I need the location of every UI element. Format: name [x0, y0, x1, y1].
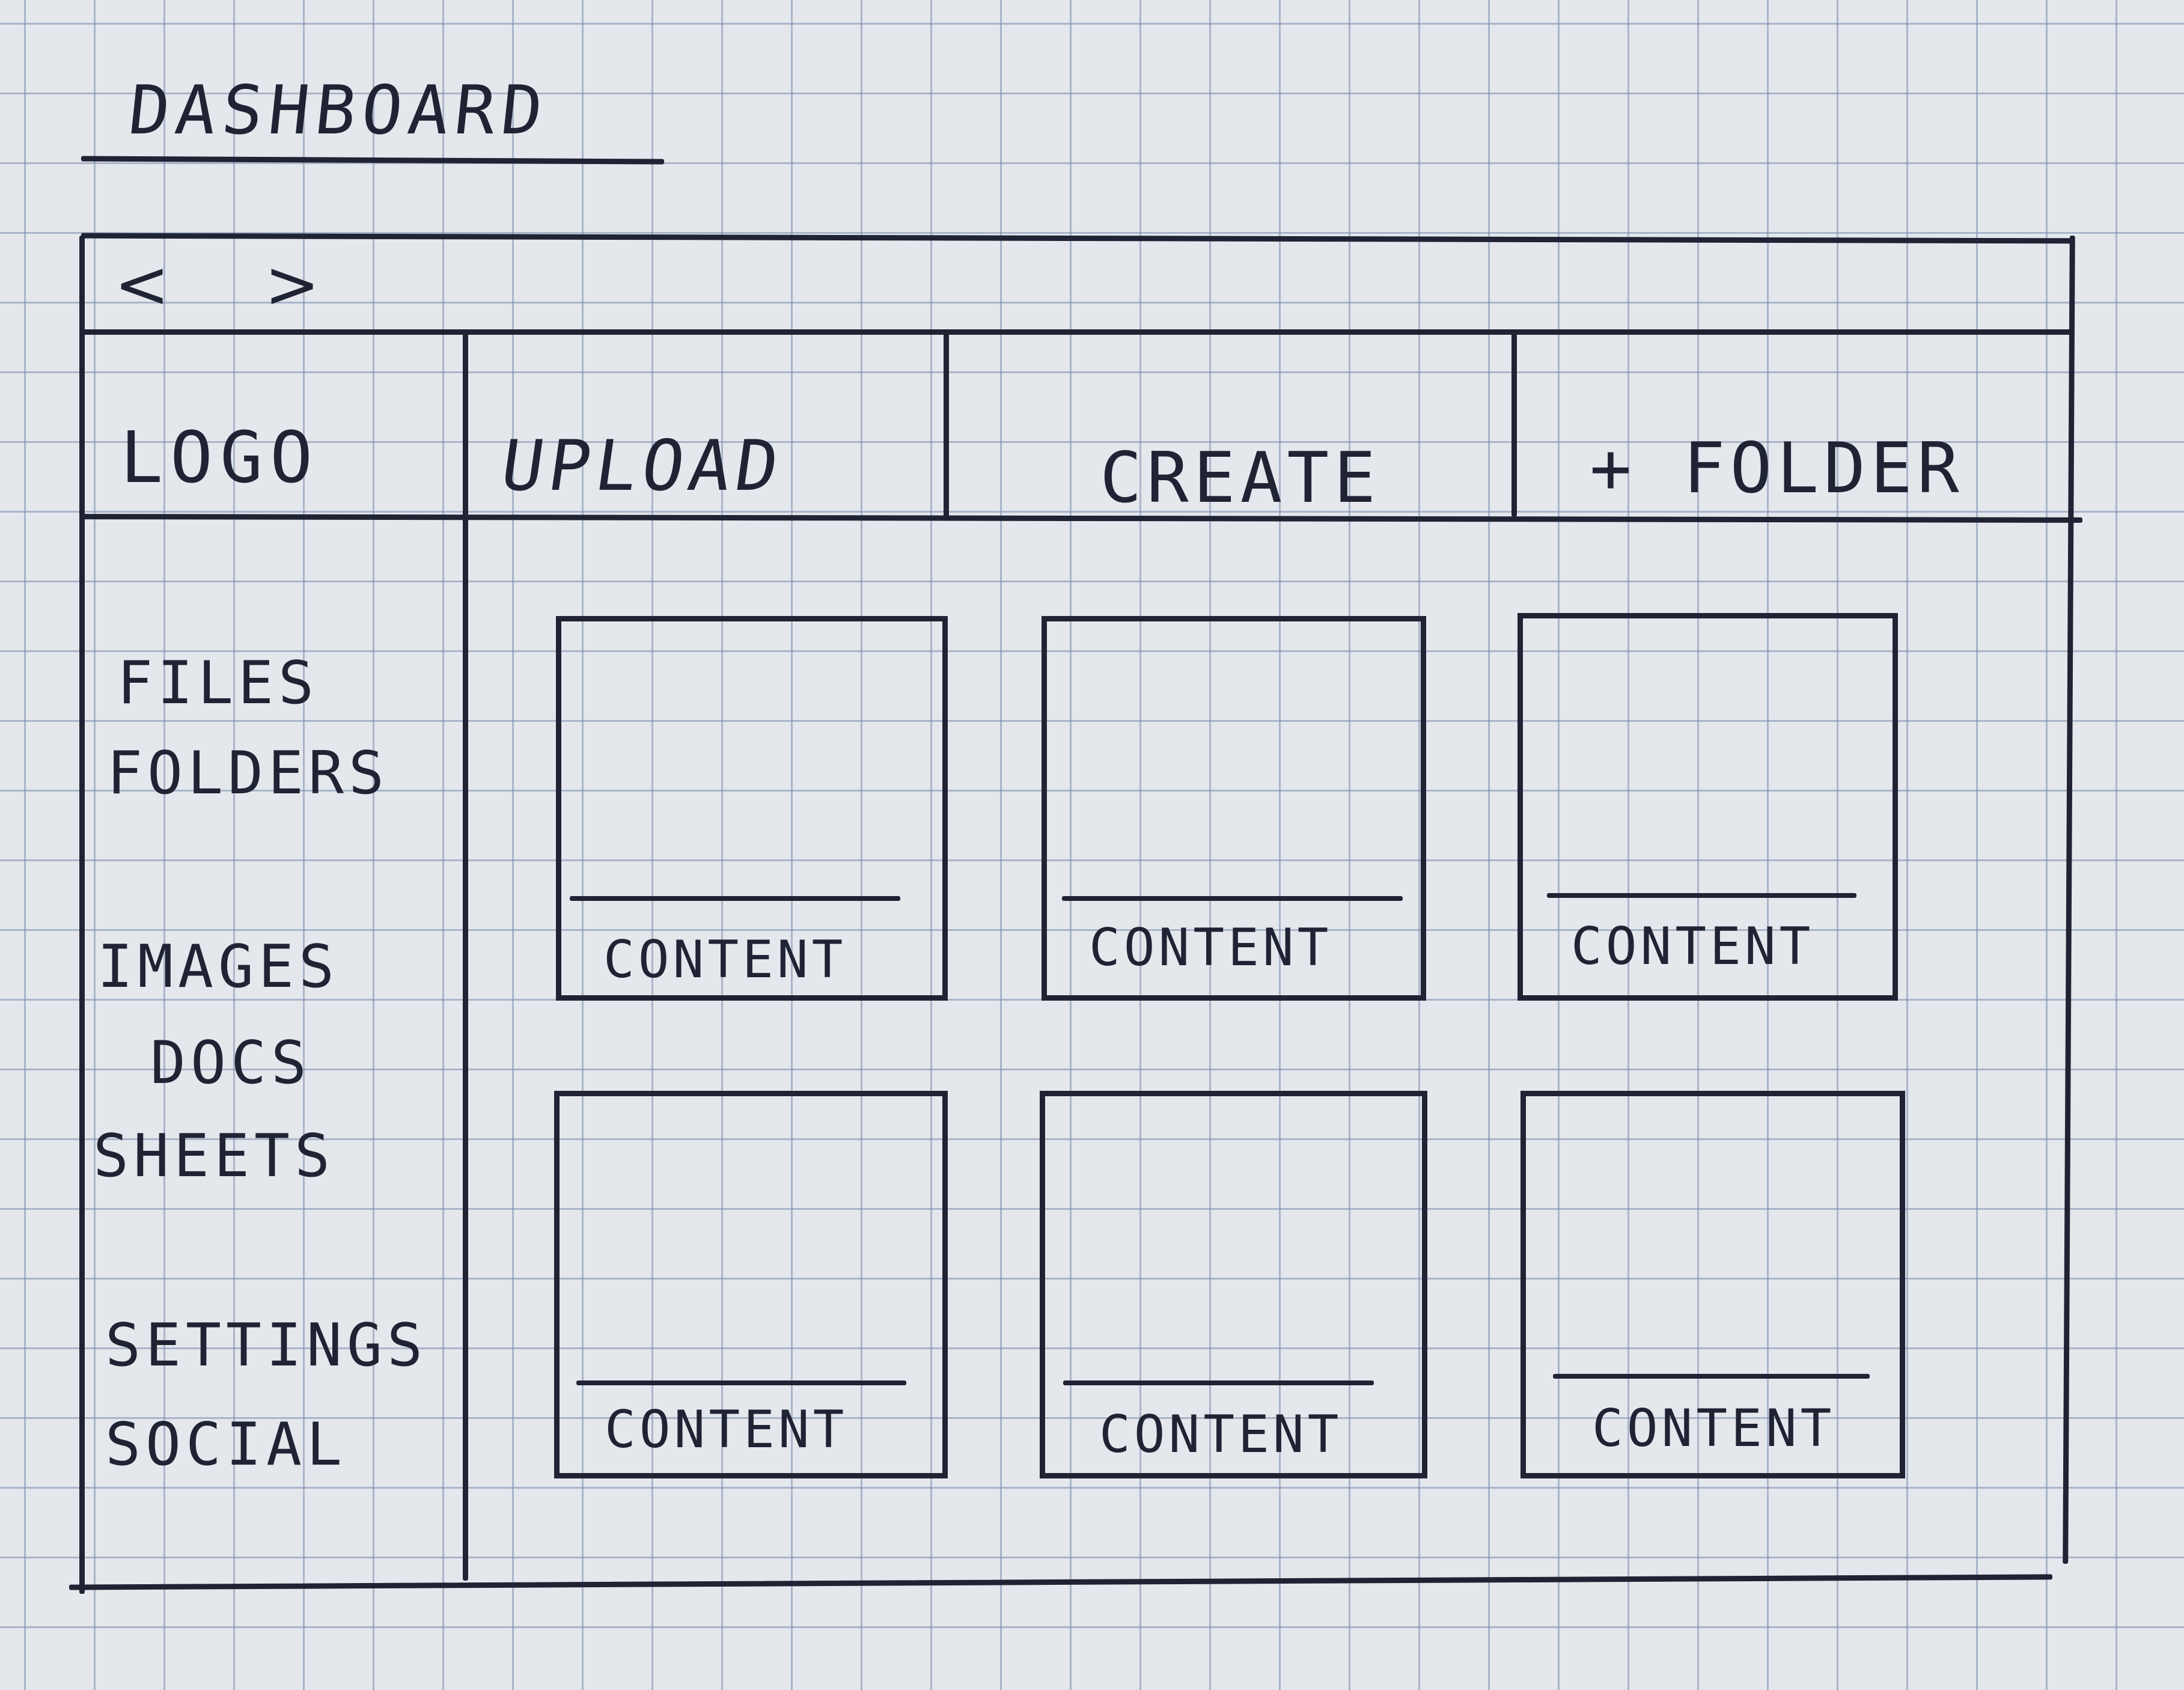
sidebar-item-files[interactable]: FILES [117, 649, 319, 718]
window-frame-left [79, 236, 85, 1594]
content-card[interactable]: CONTENT [556, 616, 948, 1001]
card-label: CONTENT [605, 1400, 848, 1460]
window-frame-top [81, 233, 2074, 244]
title-underline [81, 156, 665, 165]
content-card[interactable]: CONTENT [1518, 613, 1898, 1001]
card-label: CONTENT [603, 930, 847, 990]
header-divider [81, 514, 2083, 523]
page-title: DASHBOARD [125, 72, 552, 150]
content-card[interactable]: CONTENT [1521, 1091, 1905, 1478]
forward-button[interactable]: > [264, 246, 320, 323]
content-card[interactable]: CONTENT [1040, 1091, 1427, 1478]
card-divider [1062, 896, 1403, 901]
sidebar-item-images[interactable]: IMAGES [97, 933, 340, 1001]
card-divider [1063, 1380, 1374, 1385]
card-label: CONTENT [1592, 1399, 1835, 1459]
content-card[interactable]: CONTENT [1042, 616, 1426, 1001]
card-label: CONTENT [1089, 918, 1332, 978]
tab-upload[interactable]: UPLOAD [496, 426, 788, 507]
content-card[interactable]: CONTENT [554, 1091, 948, 1478]
card-divider [1553, 1374, 1870, 1379]
card-divider [576, 1380, 906, 1385]
window-frame-bottom [69, 1574, 2053, 1590]
card-label: CONTENT [1099, 1405, 1343, 1465]
sidebar-divider [463, 334, 468, 1581]
tab-divider [944, 334, 949, 517]
window-frame-right [2063, 235, 2075, 1564]
sidebar-item-docs[interactable]: DOCS [150, 1029, 312, 1097]
logo: LOGO [120, 416, 320, 499]
card-divider [1547, 893, 1856, 898]
nav-bar-divider [81, 329, 2073, 335]
sidebar-item-sheets[interactable]: SHEETS [93, 1122, 335, 1191]
card-divider [570, 896, 900, 901]
card-label: CONTENT [1571, 917, 1814, 977]
sidebar-item-social[interactable]: SOCIAL [105, 1411, 347, 1479]
tab-add-folder[interactable]: + FOLDER [1590, 428, 1964, 509]
sidebar-item-settings[interactable]: SETTINGS [105, 1311, 428, 1380]
back-button[interactable]: < [114, 246, 170, 323]
sidebar-item-folders[interactable]: FOLDERS [107, 739, 389, 808]
tab-create[interactable]: CREATE [1100, 438, 1381, 519]
tab-divider [1511, 334, 1517, 517]
